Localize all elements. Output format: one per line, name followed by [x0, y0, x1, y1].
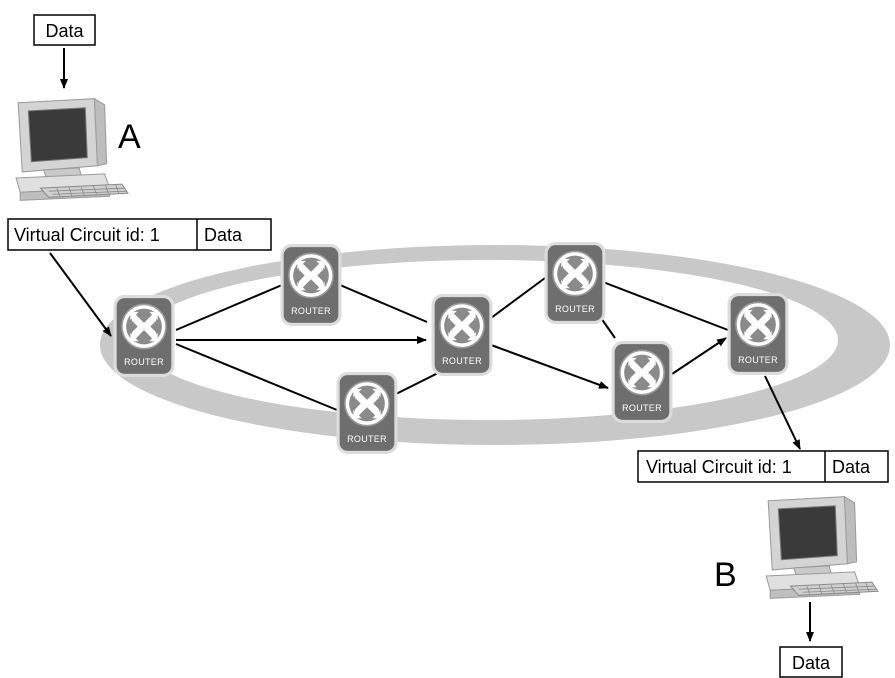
link-r4-r3	[393, 371, 441, 396]
packet-from-a-vc: Virtual Circuit id: 1	[14, 225, 160, 245]
link-r6-r7	[671, 337, 727, 375]
router: ROUTER	[729, 295, 787, 374]
data-box-bottom: Data	[779, 646, 843, 678]
svg-text:ROUTER: ROUTER	[738, 355, 778, 365]
arrow-router-to-packet	[764, 375, 801, 450]
router: ROUTER	[115, 297, 173, 376]
host-a-label: A	[118, 118, 141, 156]
data-box-bottom-label: Data	[792, 653, 831, 673]
arrow-packet-to-router	[49, 252, 112, 337]
packet-to-b-vc: Virtual Circuit id: 1	[646, 457, 792, 477]
data-box-top: Data	[33, 14, 96, 46]
packet-to-b: Virtual Circuit id: 1 Data	[637, 450, 889, 483]
svg-text:ROUTER: ROUTER	[347, 434, 387, 444]
packet-to-b-payload: Data	[832, 457, 871, 477]
link-r5-r7	[602, 281, 729, 331]
router-links	[175, 277, 729, 411]
svg-text:ROUTER: ROUTER	[555, 304, 595, 314]
link-r5-r6	[600, 317, 616, 339]
link-r2-r3	[339, 284, 428, 323]
router: ROUTER	[613, 343, 671, 422]
router: ROUTER	[433, 296, 491, 375]
link-r1-r2	[175, 284, 283, 331]
data-box-top-label: Data	[45, 21, 84, 41]
router: ROUTER	[282, 246, 340, 325]
computer-b-icon	[765, 496, 879, 599]
link-r1-r4	[175, 343, 338, 411]
link-r3-r5	[490, 277, 546, 319]
svg-text:ROUTER: ROUTER	[291, 306, 331, 316]
computer-a-icon	[15, 98, 129, 201]
host-b-label: B	[714, 556, 737, 594]
router: ROUTER	[338, 374, 396, 453]
packet-from-a: Virtual Circuit id: 1 Data	[7, 218, 272, 251]
router: ROUTER	[546, 244, 604, 323]
link-r3-r6	[490, 344, 609, 389]
svg-text:ROUTER: ROUTER	[442, 356, 482, 366]
packet-from-a-payload: Data	[204, 225, 243, 245]
svg-text:ROUTER: ROUTER	[622, 403, 662, 413]
svg-text:ROUTER: ROUTER	[124, 357, 164, 367]
